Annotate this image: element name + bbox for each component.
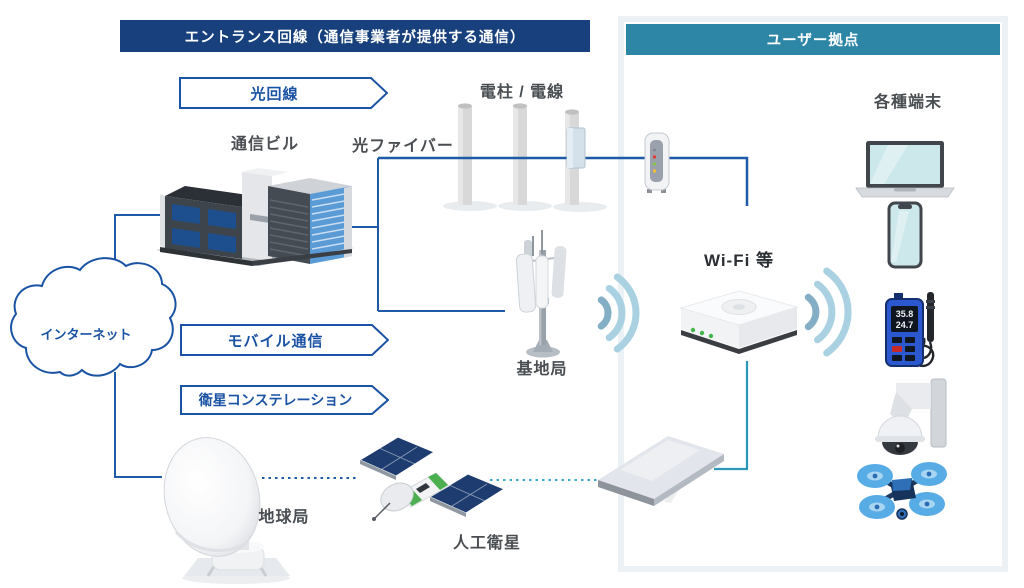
base-station-icon [515,230,567,358]
satellite-label: 人工衛星 [452,535,522,552]
terminals-label: 各種端末 [873,94,943,111]
telecom-building-label: 通信ビル [230,136,300,153]
satellite-icon [358,436,506,521]
internet-cloud-icon [10,257,177,377]
utility-poles-icon [443,103,607,212]
link-satellite-constellation-label: 衛星コンステレーション [198,392,353,408]
earth-station-label: 地球局 [258,509,310,526]
base-station-label: 基地局 [516,361,568,378]
optical-fiber-label: 光ファイバー [352,138,454,155]
entrance-header: エントランス回線（通信事業者が提供する通信） [120,20,590,52]
pole-equipment-box-icon [566,127,586,169]
wifi-label: Wi-Fi 等 [703,251,775,270]
internet-label: インターネット [40,327,132,342]
wifi-panel [672,205,800,360]
link-satellite-constellation-arrow: 衛星コンステレーション [180,385,389,415]
link-mobile-arrow: モバイル通信 [180,324,389,356]
telecom-building-icon [156,168,354,266]
link-optical-label: 光回線 [250,85,299,103]
utility-pole-label: 電柱 / 電線 [479,84,565,101]
link-optical-arrow: 光回線 [179,77,388,109]
user-site-header: ユーザー拠点 [626,24,1000,55]
link-mobile-label: モバイル通信 [227,332,324,350]
